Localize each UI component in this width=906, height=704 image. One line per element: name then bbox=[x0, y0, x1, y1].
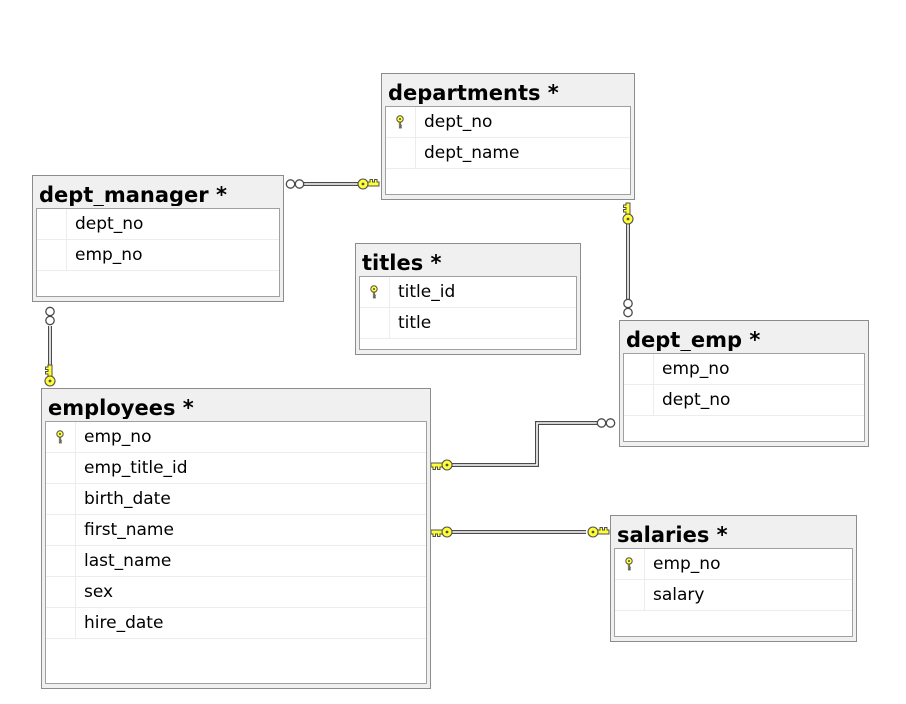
primary-key-icon bbox=[370, 285, 378, 299]
column-name: sex bbox=[84, 582, 114, 602]
infinity-icon bbox=[596, 418, 616, 428]
table-employees[interactable]: employees * emp_no emp_title_id birth_date… bbox=[41, 388, 431, 689]
column-name: title_id bbox=[398, 282, 456, 302]
column-row[interactable]: dept_no bbox=[624, 385, 864, 416]
infinity-icon bbox=[45, 306, 55, 326]
infinity-icon bbox=[285, 179, 305, 189]
column-row[interactable]: emp_no bbox=[46, 422, 426, 453]
column-row[interactable]: hire_date bbox=[46, 608, 426, 639]
column-row[interactable]: title_id bbox=[360, 277, 576, 308]
key-cell bbox=[46, 422, 76, 452]
relationship-line bbox=[450, 421, 598, 467]
column-row[interactable]: title bbox=[360, 308, 576, 339]
key-cell bbox=[360, 277, 390, 307]
key-icon bbox=[44, 364, 56, 387]
column-list: dept_no dept_name bbox=[385, 106, 631, 195]
column-list: emp_no dept_no bbox=[623, 353, 865, 442]
column-row[interactable]: first_name bbox=[46, 515, 426, 546]
column-name: title bbox=[398, 313, 432, 333]
table-departments[interactable]: departments * dept_no dept_name bbox=[381, 73, 635, 200]
column-name: last_name bbox=[84, 551, 172, 571]
key-cell bbox=[615, 580, 645, 610]
key-cell bbox=[624, 385, 654, 415]
column-row[interactable]: emp_no bbox=[624, 354, 864, 385]
primary-key-icon bbox=[56, 430, 64, 444]
key-cell bbox=[615, 549, 645, 579]
key-cell bbox=[46, 515, 76, 545]
column-list: dept_no emp_no bbox=[36, 208, 280, 297]
column-row[interactable]: emp_no bbox=[615, 549, 852, 580]
key-icon bbox=[357, 178, 380, 190]
key-cell bbox=[386, 138, 416, 168]
column-row[interactable]: dept_no bbox=[37, 209, 279, 240]
column-name: emp_title_id bbox=[84, 458, 188, 478]
column-row[interactable]: dept_name bbox=[386, 138, 630, 169]
key-cell bbox=[37, 209, 67, 239]
key-cell bbox=[386, 107, 416, 137]
column-row[interactable]: last_name bbox=[46, 546, 426, 577]
table-title: employees * bbox=[48, 397, 194, 419]
table-title: titles * bbox=[362, 252, 442, 274]
column-row[interactable]: emp_title_id bbox=[46, 453, 426, 484]
column-name: emp_no bbox=[662, 359, 730, 379]
key-icon bbox=[430, 526, 453, 538]
table-dept-manager[interactable]: dept_manager * dept_no emp_no bbox=[32, 175, 284, 302]
table-title: salaries * bbox=[617, 524, 728, 546]
column-name: hire_date bbox=[84, 613, 164, 633]
key-icon bbox=[622, 202, 634, 225]
relationship-line-inner bbox=[450, 422, 598, 466]
column-name: dept_no bbox=[75, 214, 144, 234]
primary-key-icon bbox=[396, 115, 404, 129]
column-row[interactable]: dept_no bbox=[386, 107, 630, 138]
key-icon bbox=[587, 526, 610, 538]
key-cell bbox=[46, 453, 76, 483]
infinity-icon bbox=[623, 298, 633, 318]
key-cell bbox=[46, 546, 76, 576]
column-name: dept_no bbox=[424, 112, 493, 132]
key-cell bbox=[624, 354, 654, 384]
column-row[interactable]: salary bbox=[615, 580, 852, 611]
table-title: dept_emp * bbox=[626, 329, 761, 351]
column-name: emp_no bbox=[653, 554, 721, 574]
key-cell bbox=[360, 308, 390, 338]
primary-key-icon bbox=[625, 557, 633, 571]
column-name: first_name bbox=[84, 520, 174, 540]
table-dept-emp[interactable]: dept_emp * emp_no dept_no bbox=[619, 320, 869, 447]
column-name: emp_no bbox=[75, 245, 143, 265]
column-name: emp_no bbox=[84, 427, 152, 447]
key-cell bbox=[37, 240, 67, 270]
table-title: dept_manager * bbox=[39, 184, 227, 206]
column-name: dept_name bbox=[424, 143, 520, 163]
column-name: salary bbox=[653, 585, 705, 605]
key-cell bbox=[46, 577, 76, 607]
column-row[interactable]: birth_date bbox=[46, 484, 426, 515]
column-row[interactable]: sex bbox=[46, 577, 426, 608]
column-name: dept_no bbox=[662, 390, 731, 410]
key-icon bbox=[430, 459, 453, 471]
key-cell bbox=[46, 484, 76, 514]
column-row[interactable]: emp_no bbox=[37, 240, 279, 271]
column-name: birth_date bbox=[84, 489, 171, 509]
key-cell bbox=[46, 608, 76, 638]
table-title: departments * bbox=[388, 82, 559, 104]
